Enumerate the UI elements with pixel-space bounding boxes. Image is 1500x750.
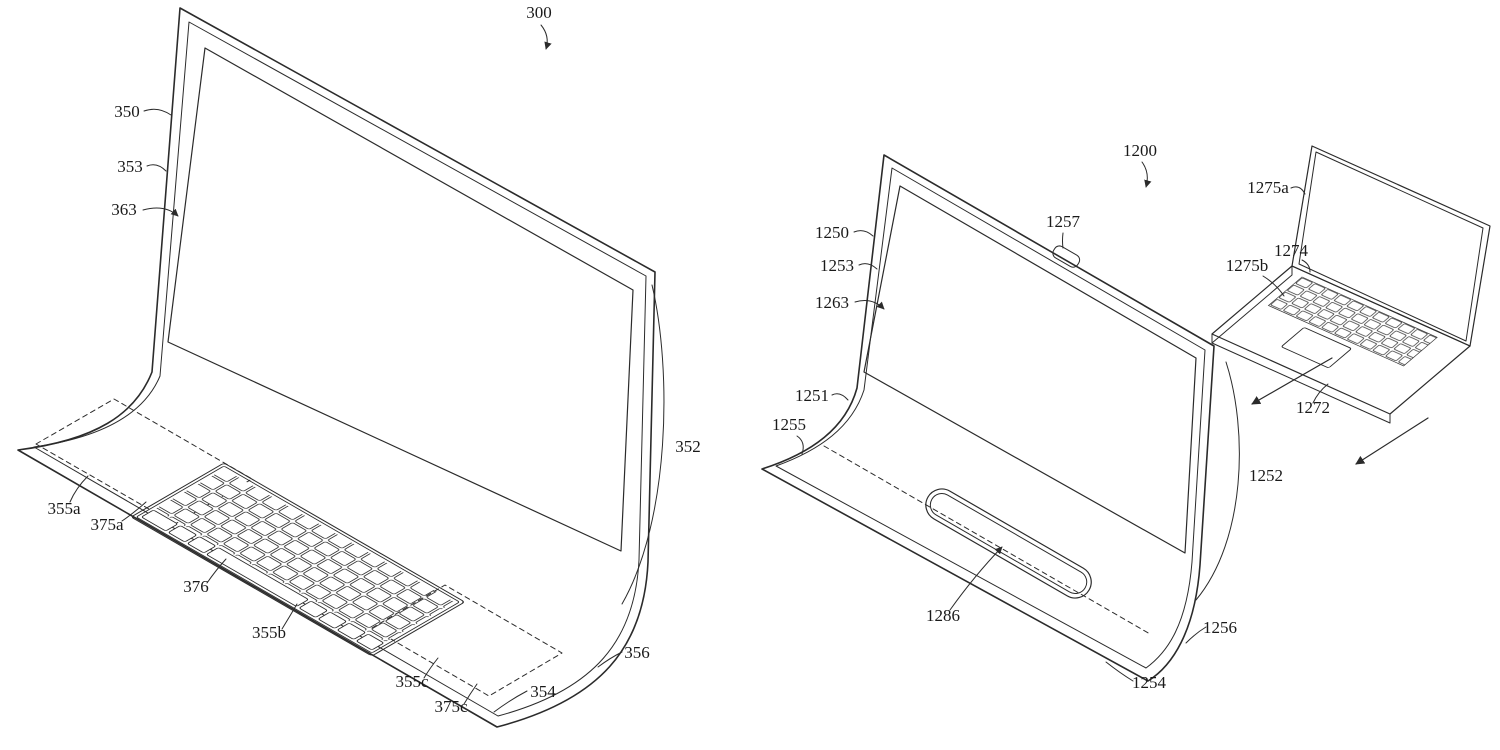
ref-label-350: 350: [114, 102, 140, 121]
ref-label-1272: 1272: [1296, 398, 1330, 417]
camera-housing: [1052, 245, 1081, 268]
ref-label-1256: 1256: [1203, 618, 1237, 637]
key: [168, 525, 197, 542]
display-area: [863, 185, 1197, 554]
display-area: [167, 47, 634, 552]
keyboard-bottom-row: [141, 510, 384, 650]
keyboard: [131, 463, 464, 656]
ref-label-1255: 1255: [772, 415, 806, 434]
brace-1252: [1195, 361, 1240, 601]
ref-label-1275b: 1275b: [1226, 256, 1269, 275]
key: [299, 601, 328, 618]
laptop-base-left-face: [1211, 265, 1293, 344]
figure-300-arrow: [540, 24, 552, 50]
leader-1257: [1062, 232, 1064, 249]
leader-376: [206, 558, 227, 584]
figure-1200-arrow: [1141, 161, 1152, 188]
base-fold-line-dashed: [823, 445, 1151, 635]
leader-354: [493, 690, 528, 713]
desktop-outer-outline: [17, 7, 656, 728]
laptop-slot: [925, 488, 1092, 599]
key: [141, 510, 178, 531]
desktop-inner-outline: [775, 167, 1206, 669]
laptop: [1211, 145, 1491, 465]
ref-label-1252: 1252: [1249, 466, 1283, 485]
leader-355b: [281, 603, 298, 630]
ref-label-352: 352: [675, 437, 701, 456]
leader-1255: [796, 435, 804, 455]
ref-label-1257: 1257: [1046, 212, 1081, 231]
spacebar-key: [206, 547, 309, 607]
laptop-keyboard: [1267, 276, 1438, 368]
ref-label-354: 354: [530, 682, 556, 701]
key: [318, 612, 347, 629]
ref-label-375a: 375a: [90, 515, 124, 534]
leader-375c: [463, 683, 478, 705]
ref-label-1274: 1274: [1274, 241, 1309, 260]
laptop-display-area: [1298, 151, 1484, 342]
ref-label-1251: 1251: [795, 386, 829, 405]
keyboard-deck: [136, 466, 460, 653]
ref-label-355c: 355c: [395, 672, 429, 691]
ref-label-353: 353: [117, 157, 143, 176]
leader-1272: [1312, 383, 1329, 404]
ref-label-363: 363: [111, 200, 137, 219]
ref-label-355b: 355b: [252, 623, 286, 642]
laptop-key-grid: [1267, 276, 1438, 367]
leader-1286: [949, 546, 1003, 611]
leader-1254: [1105, 661, 1134, 682]
leader-350: [143, 108, 172, 116]
key: [187, 536, 216, 553]
leader-1263: [854, 300, 885, 310]
figure-number-300: 300: [526, 3, 552, 22]
insertion-arrow-upper: [1251, 357, 1333, 405]
leader-1275a: [1290, 186, 1306, 195]
leader-1251: [831, 393, 849, 401]
leader-375a: [121, 501, 147, 522]
ref-label-356: 356: [624, 643, 650, 662]
leader-1250: [853, 230, 874, 237]
insertion-arrow-lower: [1355, 417, 1429, 465]
leader-355c: [423, 657, 439, 679]
key: [337, 623, 366, 640]
ref-label-1254: 1254: [1132, 673, 1167, 692]
ref-label-1253: 1253: [820, 256, 854, 275]
ref-label-376: 376: [183, 577, 209, 596]
keyboard-outer-edge: [131, 463, 464, 656]
camera-icon: [1052, 245, 1081, 268]
leader-356: [597, 651, 623, 668]
leader-1253: [858, 263, 878, 270]
key: [356, 634, 384, 650]
ref-label-355a: 355a: [47, 499, 81, 518]
ref-label-1275a: 1275a: [1247, 178, 1289, 197]
ref-label-1263: 1263: [815, 293, 849, 312]
keyboard-key-grid: [155, 469, 455, 642]
slot-outer: [925, 488, 1092, 599]
leader-1274: [1301, 259, 1311, 273]
figure-1200-curved-desktop-with-laptop: 1200 1250 1253 1263 1257 1251 1255 1286 …: [761, 141, 1491, 692]
desktop-outer-outline: [761, 154, 1215, 682]
slot-inner: [929, 493, 1088, 594]
ref-label-1286: 1286: [926, 606, 960, 625]
ref-label-1250: 1250: [815, 223, 849, 242]
desktop-inner-outline: [33, 21, 647, 717]
leader-353: [146, 164, 167, 172]
laptop-trackpad: [1281, 327, 1352, 368]
brace-352: [621, 284, 665, 605]
leader-1275b: [1262, 275, 1285, 297]
left-touch-region-dashed: [35, 398, 253, 525]
leader-355a: [69, 475, 89, 503]
figure-300-curved-desktop: 300 350 353 363 355a 375a 376 355b 355c …: [17, 3, 701, 728]
figure-number-1200: 1200: [1123, 141, 1157, 160]
leader-1256: [1185, 626, 1207, 644]
ref-label-375c: 375c: [434, 697, 468, 716]
leader-363: [142, 207, 179, 217]
